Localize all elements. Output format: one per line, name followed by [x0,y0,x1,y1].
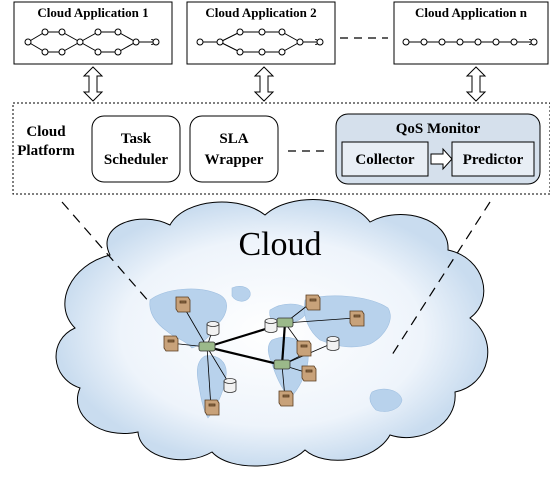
asia [304,295,391,348]
task-scheduler-line1: Task [121,131,152,147]
double-arrow-n [465,66,487,102]
double-arrow-2 [253,66,275,102]
database-icons [206,318,340,393]
application-2-title: Cloud Application 2 [205,5,316,20]
server-icon [305,294,321,311]
platform-label-line1: Cloud [26,124,66,140]
database-icon [264,318,278,333]
qos-monitor-title: QoS Monitor [396,121,481,137]
collector-box [341,141,429,177]
zoom-line-right [389,201,491,359]
cloud-application-1: Cloud Application 1 [13,1,173,65]
application-n-title: Cloud Application n [415,5,528,20]
predictor-box [451,141,535,177]
server-icon [296,340,312,357]
greenland [231,286,251,302]
cloud-platform: Cloud Platform Task Scheduler SLA Wrappe… [12,102,550,195]
router-icon-africa [273,359,291,370]
sla-wrapper-box: SLA Wrapper [189,115,279,183]
predictor-label: Predictor [463,152,524,168]
router-icon-europe [276,317,294,328]
app-platform-arrows [82,66,487,102]
double-arrow-1 [82,66,104,102]
router-icon-americas [198,341,216,352]
cloud-application-n: Cloud Application n [393,1,549,65]
database-icon [223,378,237,393]
zoom-line-left [61,201,179,336]
task-scheduler-line2: Scheduler [104,152,169,168]
workflow-graph-2 [196,28,323,56]
task-scheduler-box: Task Scheduler [91,115,181,183]
collector-to-predictor-arrow [430,147,453,171]
platform-label-line2: Platform [17,143,75,159]
server-icon [204,399,220,416]
collector-label: Collector [355,152,414,168]
server-icons [163,294,365,416]
server-icon [301,365,317,382]
database-icon [326,336,340,351]
australia [369,388,403,412]
database-icon [206,321,220,336]
server-icon [163,335,179,352]
workflow-graph-n [402,39,537,45]
workflow-graph-1 [24,28,159,56]
server-icon [278,390,294,407]
server-icon [175,296,191,313]
cloud-label: Cloud [238,226,321,263]
cloud-application-2: Cloud Application 2 [186,1,336,65]
sla-wrapper-line2: Wrapper [205,152,264,168]
server-icon [349,310,365,327]
sla-wrapper-line1: SLA [219,131,248,147]
south-america [196,355,227,419]
application-1-title: Cloud Application 1 [37,5,148,20]
qos-monitor-box: QoS Monitor Collector Predictor [335,113,541,185]
